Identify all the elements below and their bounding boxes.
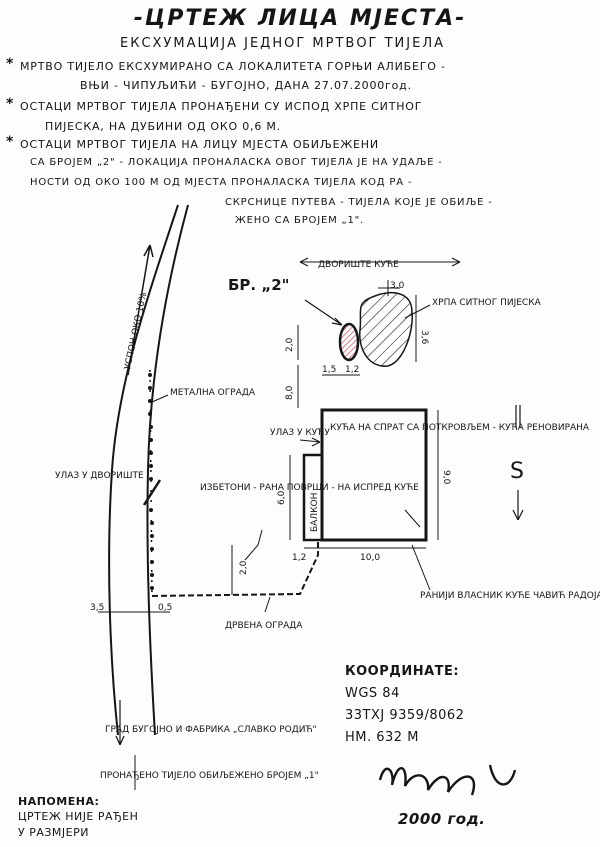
yard-entrance-label: УЛАЗ У ДВОРИШТЕ [55,471,144,481]
dim-sand-width: 3,0 [390,281,405,291]
yard-arrow [299,257,461,267]
footnote-line-2: У РАЗМЈЕРИ [18,826,89,839]
bullet-asterisk-1: * [6,56,14,72]
dim-shoulder: 0,5 [158,603,172,613]
wood-fence-pointer [264,596,271,613]
note-3-line-5: ЖЕНО СА БРОЈЕМ „1". [235,215,365,226]
bullet-asterisk-3: * [6,134,14,150]
bullet-asterisk-2: * [6,96,14,112]
yard-gate-line [142,479,162,506]
note-3-line-2: СА БРОЈЕМ „2" - ЛОКАЦИЈА ПРОНАЛАСКА ОВОГ… [30,157,443,168]
page-subtitle: ЕКСХУМАЦИЈА ЈЕДНОГ МРТВОГ ТИЈЕЛА [120,36,445,51]
wood-fence-line [151,540,319,597]
road-right-edge [146,204,189,736]
town-label: ГРАД БУГОЈНО И ФАБРИКА „СЛАВКО РОДИЋ" [105,725,317,735]
north-arrow [512,405,524,521]
note-3-line-4: СКРСНИЦЕ ПУТЕВА - ТИЈЕЛА КОЈЕ ЈЕ ОБИЉЕ - [225,197,493,208]
metal-fence-posts [148,373,154,590]
note-1-line-2: ВЊИ - ЧИПУЉИЋИ - БУГОЈНО, ДАНА 27.07.200… [80,79,412,92]
town-arrow [115,700,125,746]
coords-system: WGS 84 [345,686,400,701]
road-slope-arrow [127,244,154,376]
marker-2-label: БР. „2" [228,276,289,294]
sand-pile-shape [359,291,413,367]
metal-fence-label: МЕТАЛНА ОГРАДА [170,388,256,398]
dim-balcony-width: 1,2 [292,553,306,563]
house-entrance-label: УЛАЗ У КУЋУ [270,428,330,438]
balcony-label: БАЛКОН [310,493,320,532]
dim-sand-height: 3,6 [419,330,429,345]
dim-fence-height: 2,0 [239,560,249,575]
found-body-label: ПРОНАЂЕНО ТИЈЕЛО ОБИЉЕЖЕНО БРОЈЕМ „1" [100,771,319,781]
page-title: -ЦРТЕЖ ЛИЦА МЈЕСТА- [133,6,467,31]
metal-fence-pointer [151,394,169,403]
concrete-pointer [244,529,263,561]
dim-offset-a: 1,5 [322,365,336,375]
yard-label: ДВОРИШТЕ КУЋЕ [318,260,399,270]
owner-label: РАНИЈИ ВЛАСНИК КУЋЕ ЧАВИЋ РАДОЈА - САДАШ… [420,591,600,601]
footnote-line-1: ЦРТЕЖ НИЈЕ РАЂЕН [18,810,139,823]
signature-year: 2000 год. [398,810,486,828]
dim-marker-to-house: 8,0 [285,385,295,400]
dim-road-width: 3,5 [90,603,104,613]
north-label: S [510,459,524,484]
note-1-line-1: МРТВО ТИЈЕЛО ЕКСХУМИРАНО СА ЛОКАЛИТЕТА Г… [20,60,446,73]
sand-pointer [404,304,431,319]
note-3-line-1: ОСТАЦИ МРТВОГ ТИЈЕЛА НА ЛИЦУ МЈЕСТА ОБИЉ… [20,138,379,151]
house-pointer [404,509,421,528]
road-left-edge [108,204,179,736]
note-2-line-1: ОСТАЦИ МРТВОГ ТИЈЕЛА ПРОНАЂЕНИ СУ ИСПОД … [20,100,423,113]
footnote-heading: НАПОМЕНА: [18,795,100,808]
note-2-line-2: ПИЈЕСКА, НА ДУБИНИ ОД ОКО 0,6 М. [45,120,282,133]
coords-grid: 33TXJ 9359/8062 [345,708,465,723]
dim-marker-height: 2,0 [285,337,295,352]
coords-altitude: НМ. 632 М [345,730,419,745]
note-3-line-3: НОСТИ ОД ОКО 100 М ОД МЈЕСТА ПРОНАЛАСКА … [30,177,413,188]
house-entrance-arrow [299,437,321,447]
signature-stroke [378,764,517,796]
owner-pointer [411,544,431,591]
balcony-outline [302,453,324,542]
house-label: КУЋА НА СПРАТ СА ПОТКРОВЉЕМ - КУЋА РЕНОВ… [330,423,590,433]
dim-offset-b: 1,2 [345,365,359,375]
dim-house-height: 9,0 [441,470,451,485]
marker-2-body [338,322,360,362]
marker-2-pointer [304,299,343,326]
sand-pile-label: ХРПА СИТНОГ ПИЈЕСКА [432,298,542,308]
road-slope-label: УСПОН ОКО 10% [123,291,149,370]
dim-house-width: 10,0 [360,553,380,563]
dimension-lines [98,280,439,613]
concrete-area-label: ИЗБЕТОНИ - РАНА ПОВРШИ - НА ИСПРЕД КУЋЕ [200,483,419,493]
wood-fence-label: ДРВЕНА ОГРАДА [225,621,303,631]
dim-balcony-height: 6,0 [277,490,287,505]
coords-heading: КООРДИНАТЕ: [345,664,460,679]
